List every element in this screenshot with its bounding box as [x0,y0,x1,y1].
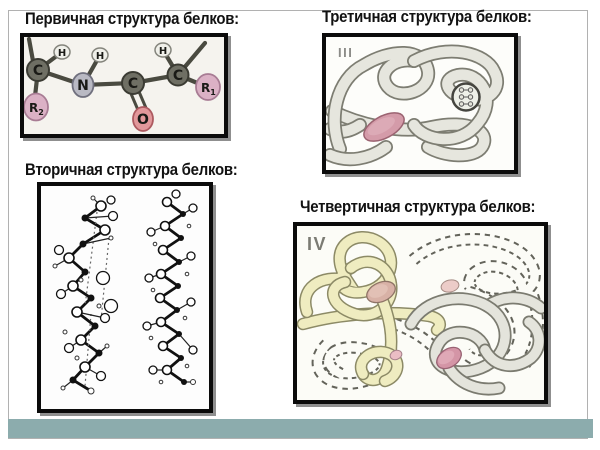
carbon-atom-1: C [26,58,50,82]
tertiary-structure-figure-box: III [322,33,518,174]
radical-r2-atom: R2 [24,92,49,122]
secondary-structure-figure [52,189,198,395]
helix-right [142,189,198,385]
hydrogen-atom-2: H [91,47,109,63]
svg-text:O: O [137,112,149,128]
quaternary-structure-title: Четвертичная структура белков: [300,197,536,216]
svg-text:H: H [96,51,104,62]
tertiary-structure-figure: III [326,44,504,167]
svg-text:C: C [33,63,43,79]
heme-disc [363,112,405,142]
svg-text:H: H [58,48,66,59]
svg-text:C: C [173,68,183,84]
radical-r1-atom: R1 [195,73,221,101]
svg-text:N: N [77,78,89,94]
footer-accent-bar [8,419,593,438]
heme-disc-1 [366,280,396,304]
svg-text:C: C [128,76,138,92]
primary-structure-title: Первичная структура белков: [25,9,239,28]
helix-left [52,195,119,395]
secondary-structure-figure-box [37,182,213,413]
primary-structure-figure: R2 R1 C N C O C H [24,37,221,132]
nitrogen-atom: N [71,72,95,98]
carbon-atom-3: C [166,63,190,87]
hydrogen-atom-1: H [53,44,71,60]
primary-structure-figure-box: R2 R1 C N C O C H [20,33,228,138]
heme-disc-4 [389,349,403,361]
quaternary-structure-figure: IV [297,231,544,396]
svg-text:R2: R2 [29,101,44,117]
gray-subunit [404,291,544,396]
svg-text:H: H [159,46,167,57]
svg-text:R1: R1 [201,81,216,97]
disulfide-inset [451,82,481,112]
tertiary-roman-numeral: III [338,45,353,60]
hydrogen-atom-3: H [154,42,172,58]
carbon-atom-2: C [121,71,145,95]
quaternary-structure-figure-box: IV [293,222,548,404]
tertiary-structure-title: Третичная структура белков: [322,7,532,26]
quaternary-roman-numeral: IV [307,234,327,254]
heme-disc-3 [436,346,462,370]
secondary-structure-title: Вторичная структура белков: [25,160,238,179]
heme-disc-2 [440,279,460,293]
oxygen-atom: O [132,106,154,132]
